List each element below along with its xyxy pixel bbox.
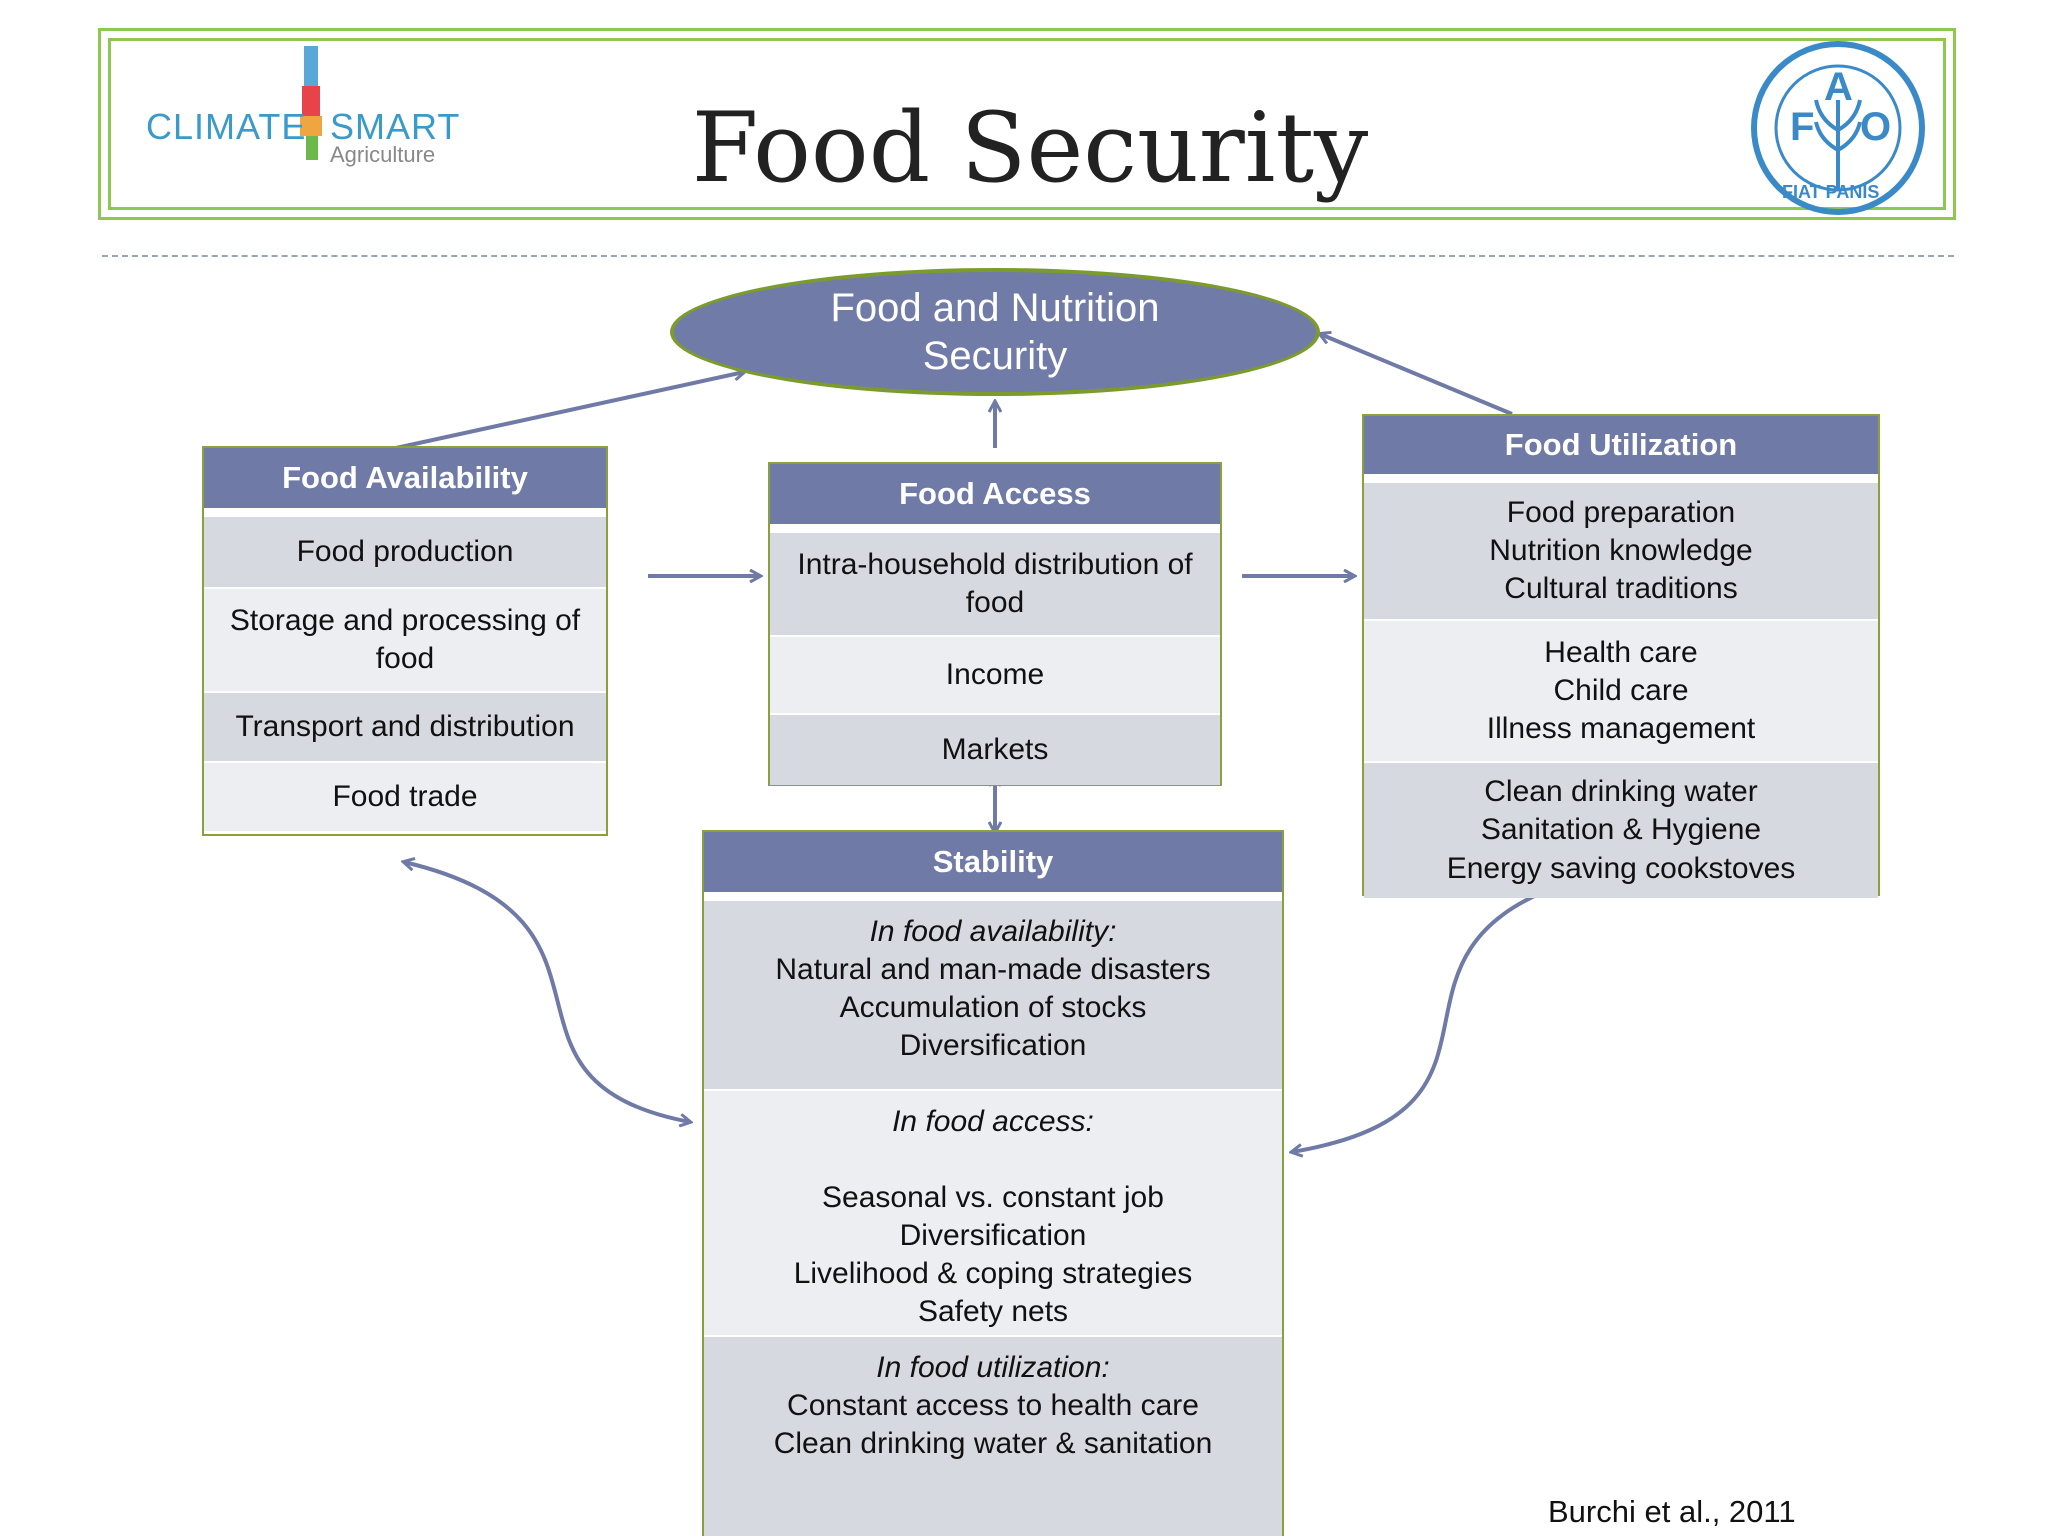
food-utilization-box: Food Utilization Food preparation Nutrit… xyxy=(1362,414,1880,898)
list-item: Food preparation Nutrition knowledge Cul… xyxy=(1364,481,1878,619)
citation: Burchi et al., 2011 xyxy=(1548,1494,1796,1529)
food-access-box: Food Access Intra-household distribution… xyxy=(768,462,1222,786)
center-label: Food and Nutrition Security xyxy=(830,286,1160,378)
stability-section: In food utilization: Constant access to … xyxy=(704,1335,1282,1536)
list-item: Transport and distribution xyxy=(204,691,606,761)
list-item: Food production xyxy=(204,515,606,587)
food-access-header: Food Access xyxy=(770,464,1220,531)
arrow-utilization-to-center xyxy=(1320,334,1513,416)
logo-word-smart: SMART xyxy=(330,106,461,147)
food-availability-header: Food Availability xyxy=(204,448,606,515)
arrow-availability-to-center xyxy=(395,372,744,450)
header-divider xyxy=(102,255,1954,257)
climate-smart-figure-icon xyxy=(300,46,322,160)
list-item: Clean drinking water Sanitation & Hygien… xyxy=(1364,761,1878,898)
logo-word-agriculture: Agriculture xyxy=(330,142,436,167)
page-title: Food Security xyxy=(691,92,1369,204)
food-availability-box: Food Availability Food production Storag… xyxy=(202,446,608,836)
logo-word-climate: CLIMATE xyxy=(146,106,307,147)
list-item: Storage and processing of food xyxy=(204,587,606,691)
food-nutrition-security-node: Food and Nutrition Security xyxy=(670,268,1320,396)
header-frame xyxy=(98,28,1956,220)
arrow-utilization-stability xyxy=(1292,886,1558,1152)
stability-box: Stability In food availability: Natural … xyxy=(702,830,1284,1536)
fao-letter-o: O xyxy=(1860,105,1891,149)
list-item: Income xyxy=(770,635,1220,713)
food-utilization-header: Food Utilization xyxy=(1364,416,1878,481)
stability-header: Stability xyxy=(704,832,1282,899)
list-item: Intra-household distribution of food xyxy=(770,531,1220,635)
climate-smart-logo: CLIMATE SMART Agriculture xyxy=(144,46,464,167)
fao-motto: FIAT PANIS xyxy=(1782,182,1879,202)
fao-letter-a: A xyxy=(1824,65,1853,109)
fao-logo-icon: F A O FIAT PANIS xyxy=(1751,41,1925,215)
stability-section: In food availability: Natural and man-ma… xyxy=(704,899,1282,1089)
list-item: Health care Child care Illness managemen… xyxy=(1364,619,1878,761)
fao-letter-f: F xyxy=(1790,105,1814,149)
list-item: Food trade xyxy=(204,761,606,831)
arrow-availability-stability xyxy=(404,862,690,1122)
stability-section: In food access: Seasonal vs. constant jo… xyxy=(704,1089,1282,1335)
list-item: Markets xyxy=(770,713,1220,785)
